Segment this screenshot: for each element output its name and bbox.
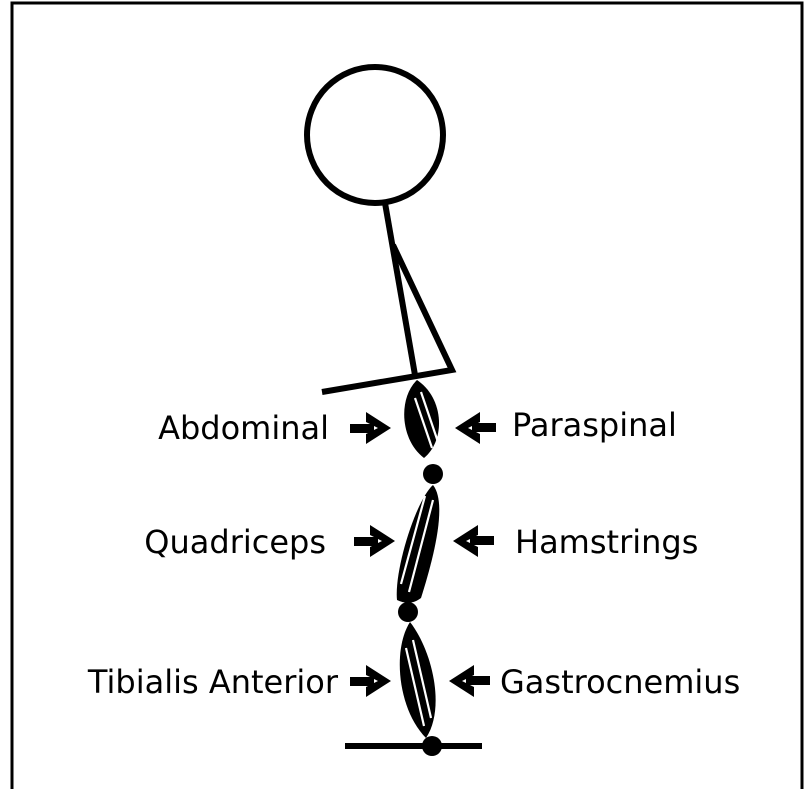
arrow-right-tibialis	[350, 665, 391, 697]
muscle-thigh	[397, 485, 440, 603]
foot-joint	[422, 736, 442, 756]
label-paraspinal: Paraspinal	[512, 406, 677, 444]
ankle-joint	[398, 602, 418, 622]
knee-joint	[423, 464, 443, 484]
arrow-left-gastrocnemius	[449, 665, 490, 697]
arrow-right-quadriceps	[354, 525, 395, 557]
label-abdominal: Abdominal	[158, 409, 329, 447]
arm	[322, 245, 452, 392]
label-tibialis-anterior: Tibialis Anterior	[87, 663, 339, 701]
arrow-left-hamstrings	[453, 525, 494, 557]
label-quadriceps: Quadriceps	[144, 523, 326, 561]
label-gastrocnemius: Gastrocnemius	[500, 663, 740, 701]
arrow-right-abdominal	[350, 412, 391, 444]
muscle-shank	[400, 622, 436, 738]
muscle-trunk	[404, 380, 439, 458]
label-hamstrings: Hamstrings	[515, 523, 698, 561]
stick-figure	[307, 67, 482, 746]
arrow-left-paraspinal	[455, 412, 496, 444]
hip-joint	[412, 372, 418, 378]
head	[307, 67, 443, 203]
